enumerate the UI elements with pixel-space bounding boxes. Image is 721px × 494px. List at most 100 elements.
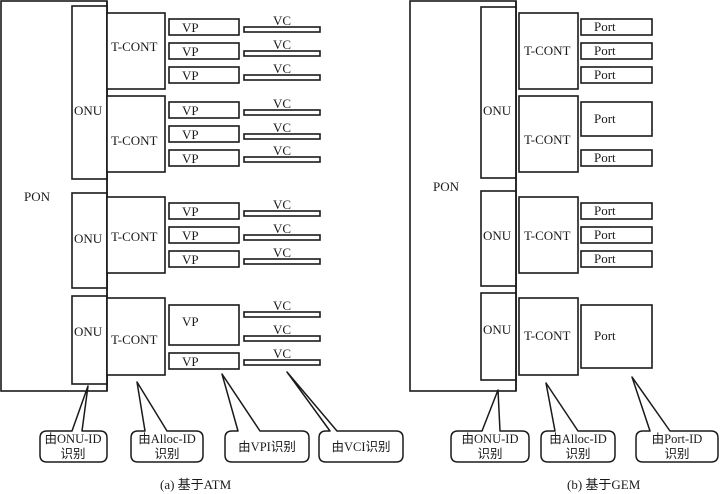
pon-label: PON bbox=[24, 189, 51, 204]
caption-b: (b) 基于GEM bbox=[567, 477, 641, 492]
vp-box bbox=[168, 202, 240, 220]
vc-bar bbox=[243, 258, 321, 265]
port-label: Port bbox=[594, 111, 616, 126]
onu-label: ONU bbox=[483, 322, 512, 337]
tcont-box bbox=[518, 12, 579, 90]
vc-label: VC bbox=[273, 13, 291, 28]
callout-onu-id bbox=[39, 385, 108, 463]
vp-box bbox=[168, 101, 240, 119]
vc-bar bbox=[243, 359, 321, 366]
vp-box bbox=[168, 42, 240, 60]
onu-label: ONU bbox=[483, 228, 512, 243]
vp-label: VP bbox=[182, 151, 199, 166]
onu-box bbox=[480, 292, 517, 381]
port-label: Port bbox=[594, 328, 616, 343]
port-label: Port bbox=[594, 150, 616, 165]
port-box bbox=[580, 202, 653, 220]
vp-label: VP bbox=[182, 44, 199, 59]
callout-port-id-line1: 由Port-ID bbox=[652, 432, 703, 446]
vp-label: VP bbox=[182, 204, 199, 219]
vp-label: VP bbox=[182, 127, 199, 142]
callout-vci-line1: 由VCI识别 bbox=[331, 440, 390, 454]
vc-bar bbox=[243, 156, 321, 163]
vc-bar bbox=[243, 109, 321, 116]
callout-alloc-id-line2: 识别 bbox=[154, 447, 179, 461]
vc-bar bbox=[243, 50, 321, 57]
vp-label: VP bbox=[182, 20, 199, 35]
callout-onu-id-line1: 由ONU-ID bbox=[462, 432, 519, 446]
port-label: Port bbox=[594, 251, 616, 266]
port-box bbox=[580, 149, 653, 167]
callout-alloc-id bbox=[130, 381, 204, 463]
tcont-box bbox=[106, 196, 166, 274]
tcont-box bbox=[518, 297, 579, 376]
tcont-box bbox=[518, 95, 579, 173]
port-box bbox=[580, 101, 653, 137]
tcont-label: T-CONT bbox=[524, 328, 571, 343]
vc-label: VC bbox=[273, 120, 291, 135]
vp-box bbox=[168, 125, 240, 143]
pon-label: PON bbox=[433, 179, 460, 194]
vc-bar bbox=[243, 335, 321, 342]
callout-vci bbox=[286, 371, 404, 463]
callout-port-id bbox=[631, 376, 719, 463]
vp-box bbox=[168, 304, 240, 346]
port-box bbox=[580, 66, 653, 84]
callout-alloc-id-line1: 由Alloc-ID bbox=[138, 432, 196, 446]
vc-bar bbox=[243, 74, 321, 81]
onu-box bbox=[71, 295, 108, 385]
vc-label: VC bbox=[273, 221, 291, 236]
vc-bar bbox=[243, 234, 321, 241]
onu-label: ONU bbox=[74, 324, 103, 339]
port-box bbox=[580, 304, 653, 369]
callout-onu-id-line2: 识别 bbox=[477, 447, 502, 461]
callout-vpi bbox=[221, 373, 310, 463]
onu-box bbox=[71, 5, 108, 180]
callouts-a: 由ONU-ID 识别 由Alloc-ID 识别 由VPI识别 由VCI识别 bbox=[39, 371, 404, 463]
tcont-box bbox=[106, 12, 166, 90]
tcont-label: T-CONT bbox=[111, 39, 158, 54]
vp-label: VP bbox=[182, 354, 199, 369]
vp-box bbox=[168, 18, 240, 36]
vc-bar bbox=[243, 311, 321, 318]
vp-label: VP bbox=[182, 252, 199, 267]
vc-bar bbox=[243, 133, 321, 140]
onu-box bbox=[71, 192, 108, 289]
vp-box bbox=[168, 352, 240, 370]
tcont-label: T-CONT bbox=[524, 132, 571, 147]
vc-label: VC bbox=[273, 143, 291, 158]
callout-alloc-id-line1: 由Alloc-ID bbox=[549, 432, 607, 446]
onu-label: ONU bbox=[74, 231, 103, 246]
vp-box bbox=[168, 250, 240, 268]
vc-label: VC bbox=[273, 322, 291, 337]
port-box bbox=[580, 18, 653, 36]
port-label: Port bbox=[594, 43, 616, 58]
vc-label: VC bbox=[273, 346, 291, 361]
tcont-label: T-CONT bbox=[111, 229, 158, 244]
tcont-box bbox=[106, 95, 166, 173]
vc-bar bbox=[243, 210, 321, 217]
tcont-box bbox=[106, 297, 166, 376]
callout-onu-id-line1: 由ONU-ID bbox=[45, 432, 102, 446]
callout-onu-id-line2: 识别 bbox=[60, 447, 85, 461]
vp-label: VP bbox=[182, 314, 199, 329]
caption-a: (a) 基于ATM bbox=[160, 477, 232, 492]
tcont-label: T-CONT bbox=[111, 332, 158, 347]
port-box bbox=[580, 226, 653, 244]
port-box bbox=[580, 250, 653, 268]
onu-box bbox=[480, 190, 517, 287]
vp-box bbox=[168, 66, 240, 84]
vc-label: VC bbox=[273, 96, 291, 111]
onu-box bbox=[480, 6, 517, 179]
vc-label: VC bbox=[273, 298, 291, 313]
tcont-label: T-CONT bbox=[111, 133, 158, 148]
tcont-label: T-CONT bbox=[524, 43, 571, 58]
callout-alloc-id-line2: 识别 bbox=[565, 447, 590, 461]
tcont-label: T-CONT bbox=[524, 228, 571, 243]
vp-box bbox=[168, 226, 240, 244]
port-label: Port bbox=[594, 19, 616, 34]
callout-onu-id bbox=[450, 389, 530, 463]
callout-port-id-line2: 识别 bbox=[664, 447, 689, 461]
vp-label: VP bbox=[182, 103, 199, 118]
